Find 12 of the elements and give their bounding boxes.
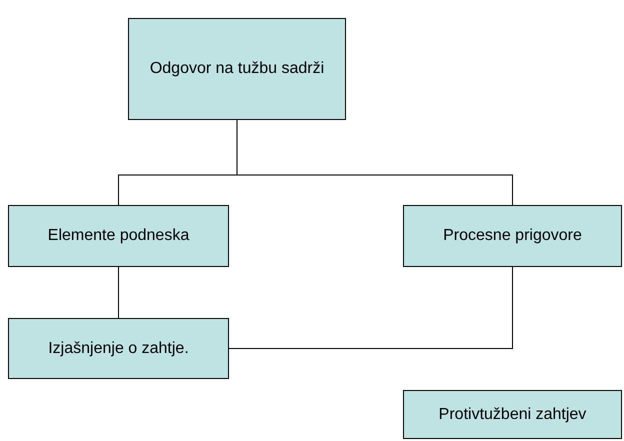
process-box [128,18,346,120]
box-label: Elemente podneska [48,227,190,245]
connector-line [228,266,513,349]
process-box [403,205,622,267]
process-box [403,390,622,439]
process-box [8,318,229,379]
box-label: Procesne prigovore [443,227,582,245]
connector-line [118,266,119,318]
box-label: Protivtužbeni zahtjev [438,406,586,424]
box-label: Izjašnjenje o zahtje. [48,340,189,358]
box-label: Odgovor na tužbu sadrži [150,60,324,78]
process-box [8,205,229,267]
